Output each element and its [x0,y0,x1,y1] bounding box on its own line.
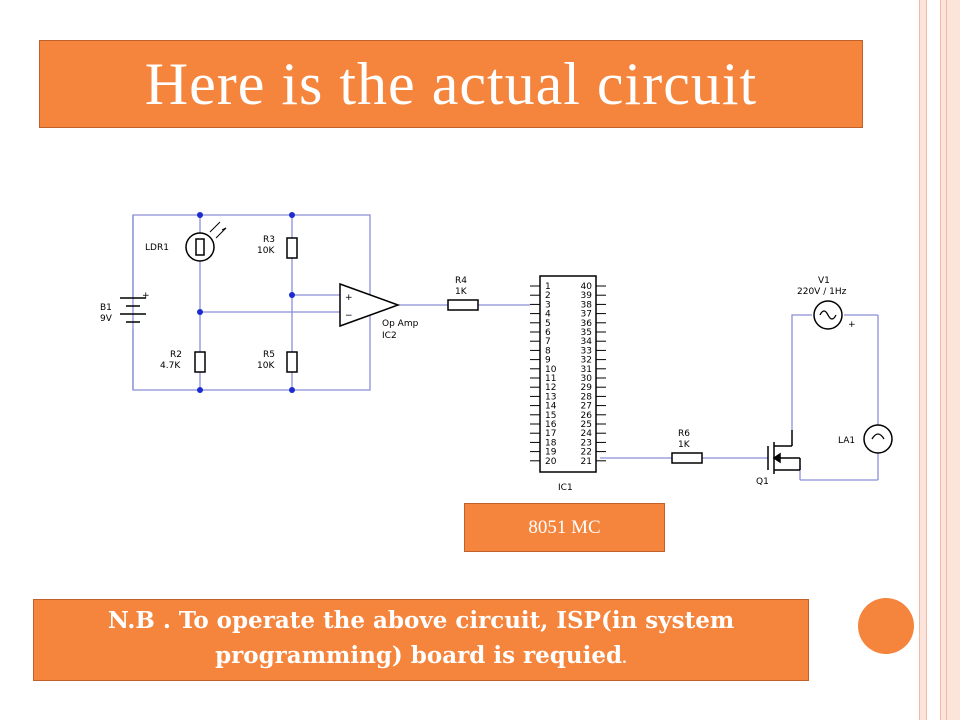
label-ic1: IC1 [558,483,573,493]
label-v1-plus: + [848,320,856,330]
ic1-pin-right: 34 [581,337,593,347]
resistor-r5 [286,351,298,373]
slide-title: Here is the actual circuit [39,40,863,128]
ic1-pin-right: 29 [581,383,593,393]
decorative-circle [858,598,914,654]
label-r4-value: 1K [455,287,468,297]
microcontroller-label: 8051 MC [464,503,665,552]
ic1-pin-left: 18 [545,438,557,448]
ic1-pin-left: 1 [545,282,551,292]
opamp-symbol [339,282,401,328]
ic1-pin-right: 30 [581,374,593,384]
label-b1: B1 [100,303,112,313]
ic1-pin-right: 38 [581,300,593,310]
ic1-pin-left: 9 [545,356,551,366]
transistor-q1 [767,430,801,474]
ic1-pin-left: 5 [545,319,551,329]
label-ldr1: LDR1 [145,243,169,253]
ic1-pin-left: 6 [545,328,551,338]
label-opamp-plus: + [345,293,353,303]
ic1-pin-right: 21 [581,457,592,467]
label-r2: R2 [170,350,182,360]
ic1-pin-left: 20 [545,457,557,467]
side-decoration-gap [926,0,940,720]
ic1-pin-right: 22 [581,448,592,458]
label-r4: R4 [455,276,467,286]
ic1-pin-right: 40 [581,282,593,292]
side-border-line [946,0,947,720]
label-r5-value: 10K [257,361,275,371]
ic1-pin-left: 14 [545,402,557,412]
ic1-pin-right: 37 [581,310,592,320]
label-r5: R5 [263,350,275,360]
ic1-pin-left: 4 [545,310,551,320]
resistor-r3 [286,237,298,259]
ic1-pin-right: 36 [581,319,593,329]
side-border-line [919,0,920,720]
ic1-pin-left: 16 [545,420,557,430]
ic1-pin-right: 33 [581,346,592,356]
ic1-pin-right: 25 [581,420,592,430]
ic1-pin-left: 2 [545,291,551,301]
ic1-pin-left: 7 [545,337,551,347]
label-r2-value: 4.7K [160,361,181,371]
label-b1-value: 9V [100,314,113,324]
label-opamp-minus: − [345,311,353,321]
ic1-pin-left: 17 [545,429,556,439]
ic1-pin-left: 15 [545,411,556,421]
label-opamp: Op Amp [382,319,419,329]
resistor-r6 [671,452,703,464]
ic1-pin-left: 13 [545,392,556,402]
label-r3-value: 10K [257,246,275,256]
ic1-pin-right: 27 [581,402,592,412]
ic1-pin-right: 24 [581,429,593,439]
note-box: N.B . To operate the above circuit, ISP(… [33,599,809,681]
side-border-line [940,0,941,720]
label-v1: V1 [818,276,830,286]
resistor-r2 [194,351,206,373]
ic1-pin-left: 11 [545,374,556,384]
ic1-pin-left: 10 [545,365,557,375]
ic1-pin-left: 8 [545,346,551,356]
label-r6-value: 1K [678,440,691,450]
label-v1-value: 220V / 1Hz [797,287,847,297]
ic1-body [539,275,597,473]
label-la1: LA1 [838,436,855,446]
ic1-pin-left: 12 [545,383,556,393]
ic1-pin-right: 23 [581,438,592,448]
lamp-symbol [863,424,893,454]
ic1-pin-right: 28 [581,392,593,402]
label-ic2: IC2 [382,331,397,341]
ic1-pin-right: 39 [581,291,593,301]
label-q1: Q1 [756,477,769,487]
ic1-pin-left: 3 [545,300,551,310]
ic1-pin-right: 32 [581,356,592,366]
side-border-line [926,0,927,720]
note-text: N.B . To operate the above circuit, ISP(… [107,607,735,669]
label-r6: R6 [678,429,690,439]
label-r3: R3 [263,235,275,245]
ic1-pin-right: 31 [581,365,592,375]
resistor-r4 [447,299,479,311]
ic1-pin-left: 19 [545,448,557,458]
ic1-pin-right: 26 [581,411,593,421]
label-battery-plus: + [142,291,150,301]
ic1-pin-right: 35 [581,328,592,338]
